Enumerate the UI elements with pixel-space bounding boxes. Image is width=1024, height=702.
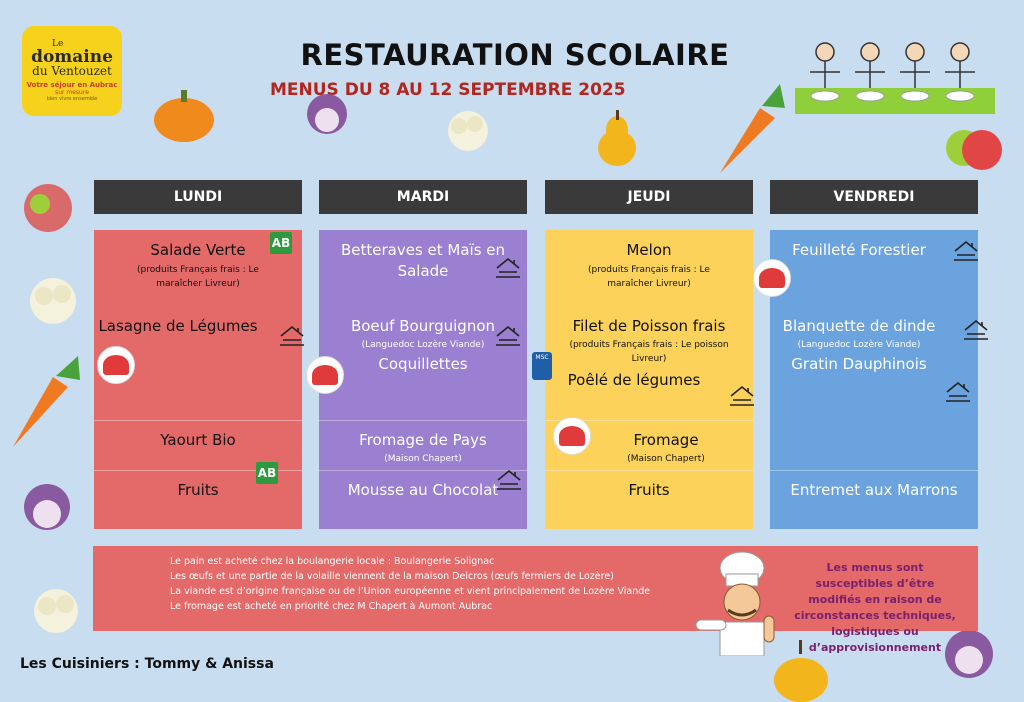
day-header-mardi: MARDI <box>319 180 527 214</box>
cheese-note: (Maison Chapert) <box>384 454 462 464</box>
menu-column-vendredi: Feuilleté Forestier Blanquette de dinde … <box>770 230 978 529</box>
starter-note: (produits Français frais : Le maraîcher … <box>137 265 259 289</box>
children-table-illustration <box>795 42 995 114</box>
cheese-dish: Fromage <box>633 431 699 449</box>
house-made-icon <box>496 257 520 278</box>
cheese-dish: Fromage de Pays <box>359 431 487 449</box>
logo-line-1: Le <box>52 39 64 49</box>
footer-info-box <box>93 546 978 631</box>
pumpkin-icon <box>154 90 214 142</box>
house-made-icon <box>730 385 754 406</box>
logo-line-3: du Ventouzet <box>32 64 112 78</box>
dessert-dish: Mousse au Chocolat <box>347 481 499 499</box>
house-made-icon <box>496 325 520 346</box>
logo-tagline-2: sur mesure <box>55 89 89 96</box>
main-dish: Blanquette de dinde <box>782 317 936 335</box>
main-dish: Filet de Poisson frais <box>572 317 726 335</box>
producteur-label-icon <box>97 346 135 384</box>
chef-illustration <box>695 551 775 656</box>
bio-label-icon: AB <box>270 232 292 254</box>
main-note: (produits Français frais : Le poisson Li… <box>569 340 729 364</box>
house-made-icon <box>497 469 521 490</box>
dessert-dish: Entremet aux Marrons <box>790 481 958 499</box>
turnip-icon <box>307 94 347 134</box>
footer-notes: Le pain est acheté chez la boulangerie l… <box>170 554 650 614</box>
footer-note: Le pain est acheté chez la boulangerie l… <box>170 556 495 567</box>
page-title: RESTAURATION SCOLAIRE <box>300 38 730 72</box>
cheese-note: (Maison Chapert) <box>627 454 705 464</box>
cauliflower-icon <box>30 278 76 324</box>
main-dish: Lasagne de Légumes <box>98 317 258 335</box>
house-made-icon <box>954 240 978 261</box>
producteur-label-icon <box>553 417 591 455</box>
menu-column-mardi: Betteraves et Maïs en Salade Boeuf Bourg… <box>319 230 527 529</box>
starter-dish: Betteraves et Maïs en Salade <box>340 241 506 280</box>
logo-line-2: domaine <box>31 47 113 67</box>
logo-tagline-3: bien vivre ensemble <box>46 96 98 102</box>
starter-note: (produits Français frais : Le maraîcher … <box>588 265 710 289</box>
footer-note: La viande est d’origine française ou de … <box>170 586 651 597</box>
carrot-icon <box>720 84 785 173</box>
side-dish: Poêlé de légumes <box>567 371 701 389</box>
cooks-credit: Les Cuisiniers : Tommy & Anissa <box>20 656 274 672</box>
menu-change-warning: Les menus sont susceptibles d’être modif… <box>794 561 956 654</box>
domaine-logo: Le domaine du Ventouzet Votre séjour en … <box>22 26 122 116</box>
turnip-icon <box>24 484 70 530</box>
dessert-dish: Fruits <box>628 481 670 499</box>
day-header-jeudi: JEUDI <box>545 180 753 214</box>
starter-dish: Salade Verte <box>150 241 246 259</box>
pear-icon <box>598 110 636 166</box>
msc-label-icon: MSC <box>532 352 552 380</box>
main-note: (Languedoc Lozère Viande) <box>361 340 485 350</box>
pear-icon <box>774 640 828 702</box>
cauliflower-icon <box>448 111 488 151</box>
apple-icon <box>946 130 1002 170</box>
cheese-dish: Yaourt Bio <box>160 431 236 449</box>
page-subtitle: MENUS DU 8 AU 12 SEPTEMBRE 2025 <box>270 80 626 100</box>
producteur-label-icon <box>753 259 791 297</box>
house-made-icon <box>280 325 304 346</box>
day-header-lundi: LUNDI <box>94 180 302 214</box>
starter-dish: Feuilleté Forestier <box>792 241 926 259</box>
main-note: (Languedoc Lozère Viande) <box>797 340 921 350</box>
apple-icon <box>24 184 72 232</box>
producteur-label-icon <box>306 356 344 394</box>
logo-tagline: Votre séjour en Aubrac <box>26 81 118 89</box>
dessert-dish: Fruits <box>177 481 219 499</box>
side-dish: Gratin Dauphinois <box>791 355 927 373</box>
footer-note: Les œufs et une partie de la volaille vi… <box>170 571 614 582</box>
carrot-icon <box>13 356 80 447</box>
menu-column-jeudi: Melon (produits Français frais : Le mara… <box>545 230 753 529</box>
house-made-icon <box>964 319 988 340</box>
main-dish: Boeuf Bourguignon <box>350 317 496 335</box>
bio-label-icon: AB <box>256 462 278 484</box>
starter-dish: Melon <box>626 241 672 259</box>
footer-note: Le fromage est acheté en priorité chez M… <box>170 601 493 612</box>
day-header-vendredi: VENDREDI <box>770 180 978 214</box>
house-made-icon <box>946 381 970 402</box>
side-dish: Coquillettes <box>378 355 468 373</box>
turnip-icon <box>945 630 993 678</box>
cauliflower-icon <box>34 589 78 633</box>
